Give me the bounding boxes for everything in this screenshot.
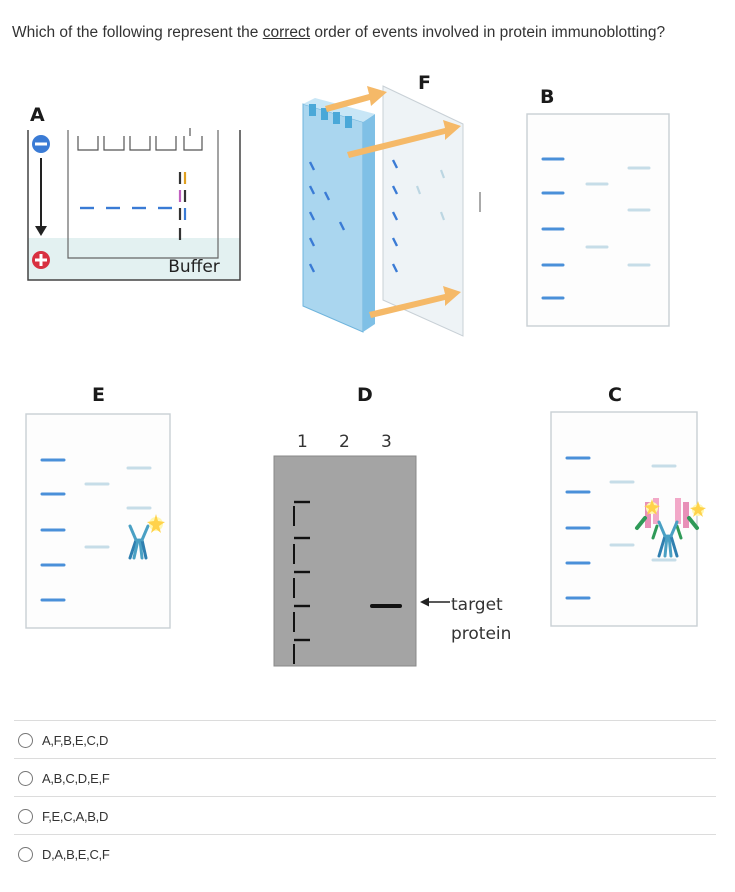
radio-icon[interactable] (18, 809, 33, 824)
immunoblot-figure: A (0, 60, 735, 700)
negative-electrode-icon (32, 135, 50, 153)
panel-c-membrane (549, 410, 709, 632)
radio-icon[interactable] (18, 847, 33, 862)
buffer-text: Buffer (168, 257, 220, 277)
question-text: Which of the following represent the cor… (12, 24, 727, 42)
ladder-bands (180, 172, 185, 240)
option-1[interactable]: A,F,B,E,C,D (14, 720, 716, 759)
radio-icon[interactable] (18, 771, 33, 786)
panel-a-electrophoresis: Buffer (24, 128, 246, 288)
label-a: A (30, 104, 45, 126)
target-label-line1: target (451, 595, 503, 615)
current-arrow-icon (35, 158, 47, 236)
label-e: E (92, 384, 105, 406)
radio-icon[interactable] (18, 733, 33, 748)
label-d: D (357, 384, 373, 406)
panel-d-blot (272, 454, 420, 670)
panel-e-membrane (24, 412, 174, 632)
target-arrow-icon (420, 596, 452, 608)
question-emphasis: correct (263, 24, 310, 41)
option-label: A,B,C,D,E,F (42, 771, 110, 786)
option-4[interactable]: D,A,B,E,C,F (14, 834, 716, 873)
question-suffix: order of events involved in protein immu… (310, 24, 665, 41)
target-label-line2: protein (451, 624, 511, 644)
label-b: B (540, 86, 554, 108)
membrane-e (26, 414, 170, 628)
panel-b-membrane (525, 112, 673, 330)
blot-film (274, 456, 416, 666)
lane-number-1: 1 (297, 432, 308, 452)
option-label: A,F,B,E,C,D (42, 733, 108, 748)
lane-number-3: 3 (381, 432, 392, 452)
option-3[interactable]: F,E,C,A,B,D (14, 796, 716, 835)
positive-electrode-icon (32, 251, 50, 269)
option-label: D,A,B,E,C,F (42, 847, 110, 862)
gel-wells (78, 128, 202, 150)
membrane-b (527, 114, 669, 326)
panel-f-transfer (295, 74, 495, 349)
question-prefix: Which of the following represent the (12, 24, 263, 41)
label-c: C (608, 384, 622, 406)
option-label: F,E,C,A,B,D (42, 809, 108, 824)
lane-number-2: 2 (339, 432, 350, 452)
option-2[interactable]: A,B,C,D,E,F (14, 758, 716, 797)
